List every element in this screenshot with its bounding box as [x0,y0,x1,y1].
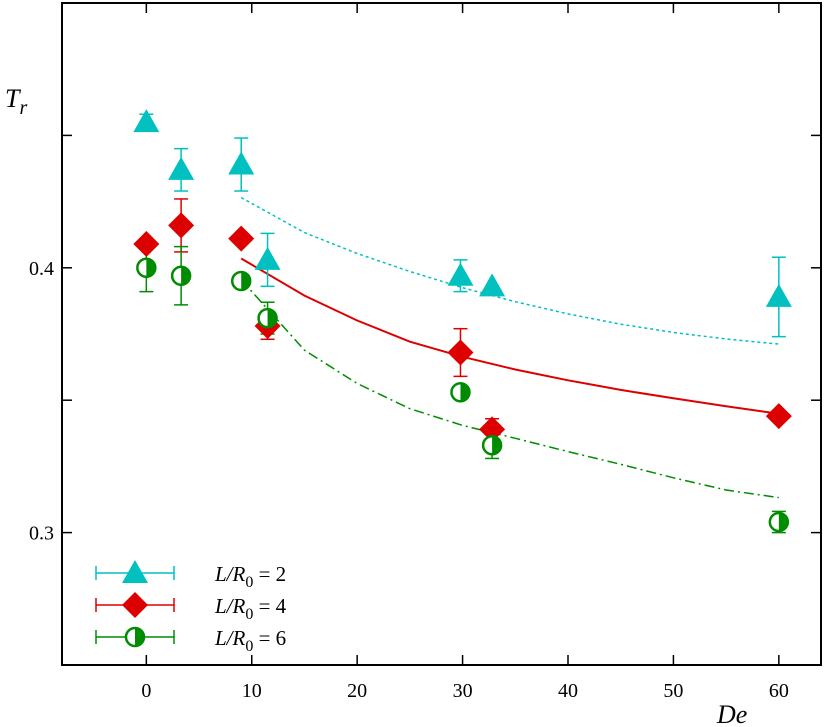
data-point [170,265,192,286]
fit-curve [240,196,779,345]
x-tick-label: 0 [141,680,151,702]
data-point [447,339,474,366]
x-tick-label: 60 [769,680,789,702]
x-tick-label: 50 [663,680,683,702]
legend: L/R0 = 2 L/R0 = 4 L/R0 = 6 [95,560,287,655]
legend-label: L/R0 = 4 [214,594,287,623]
x-tick-label: 10 [242,680,262,702]
plot-frame [61,2,822,666]
data-point [228,225,255,252]
data-point [257,307,278,329]
data-point [168,156,195,180]
x-tick-label: 40 [558,680,578,702]
legend-marker [124,626,146,648]
legend-marker [122,592,148,618]
data-point [768,511,790,533]
data-point [479,273,506,297]
data-point [479,416,506,443]
data-point [765,403,792,430]
legend-label: L/R0 = 6 [214,626,286,655]
y-axis-label: Tr [5,84,27,119]
x-tick-label: 30 [453,680,473,702]
x-tick-label: 20 [347,680,367,702]
fit-curve [240,279,779,499]
fit-curves [240,196,779,499]
error-bars [139,113,786,534]
data-point [133,109,160,133]
data-point [228,151,255,175]
x-axis-label: De [716,700,747,727]
data-point [133,230,160,257]
y-tick-label: 0.3 [29,523,54,545]
y-tick-label: 0.4 [29,258,54,280]
data-markers [133,109,792,533]
legend-entry: L/R0 = 2 [95,560,286,591]
legend-label: L/R0 = 2 [214,562,286,591]
data-point [136,257,157,279]
data-point [481,434,503,456]
legend-marker [122,560,148,583]
data-point [230,270,252,292]
data-point [254,246,281,270]
legend-entry: L/R0 = 4 [95,592,287,623]
fit-curve [240,257,779,415]
data-point [765,283,792,307]
data-point [447,262,474,286]
data-point [168,212,195,239]
data-point [450,382,471,403]
axis-ticks: 0 10 20 30 40 50 60 0.3 0.4 [29,3,821,702]
legend-entry: L/R0 = 6 [95,626,286,655]
